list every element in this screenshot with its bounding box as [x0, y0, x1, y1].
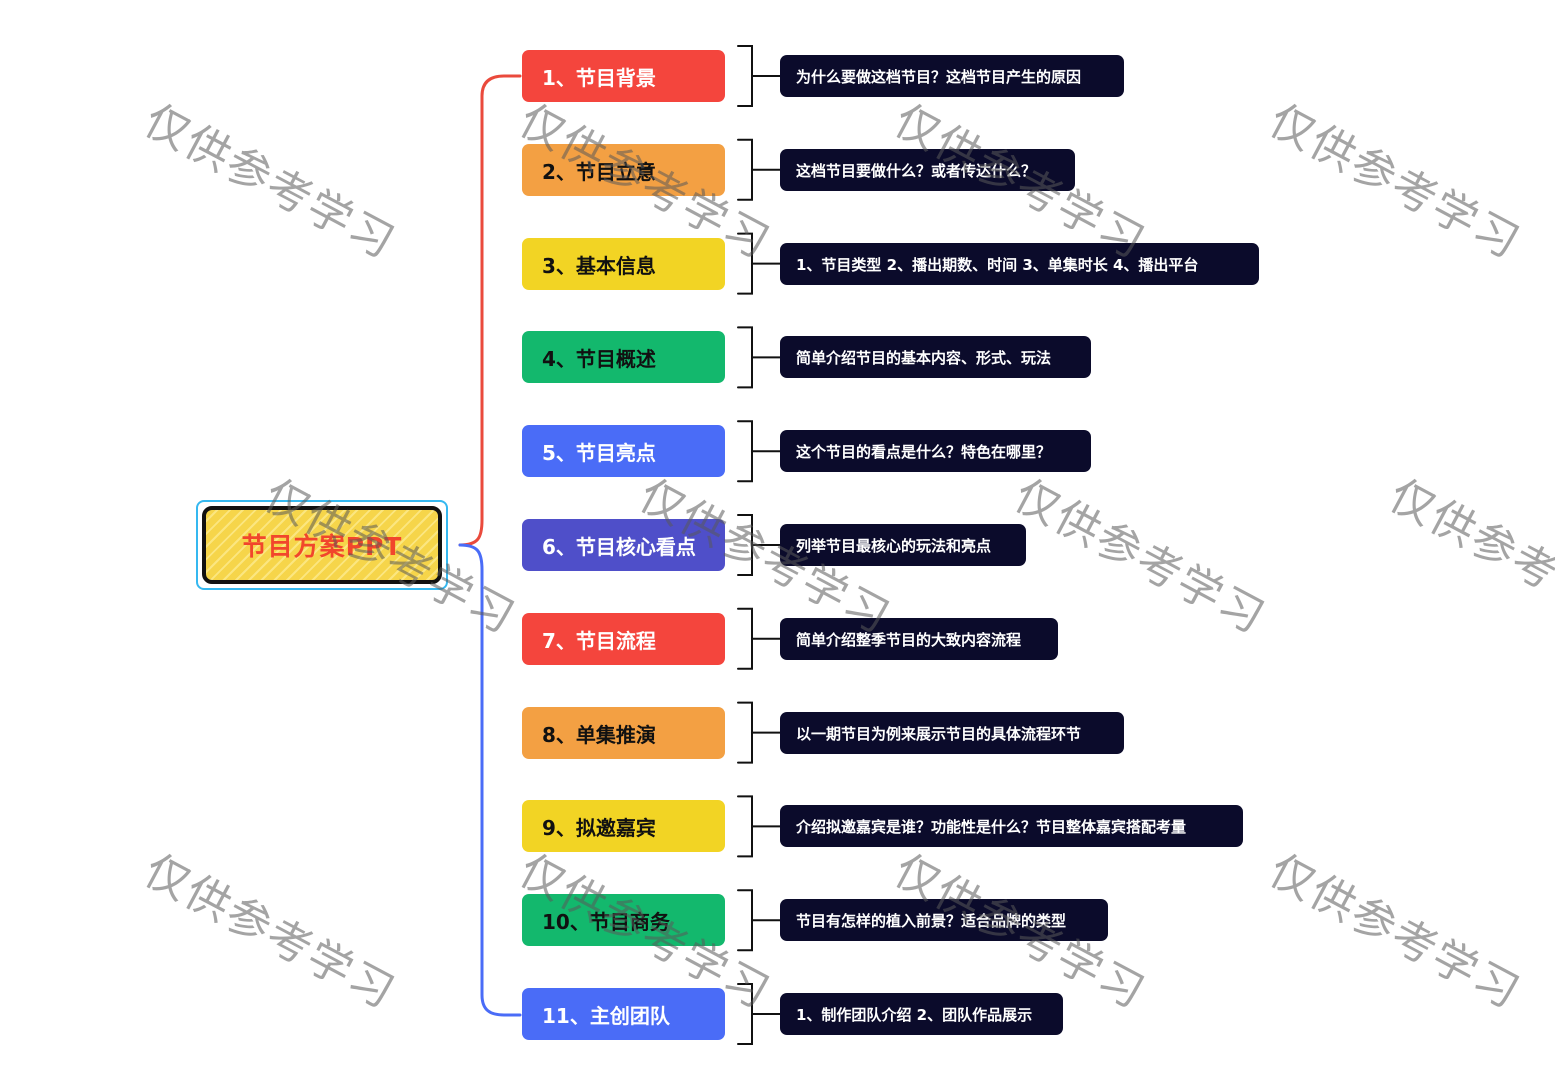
topic-node-6[interactable]: 6、节目核心看点	[522, 519, 725, 571]
topic-label: 2、节目立意	[542, 159, 656, 184]
topic-node-10[interactable]: 10、节目商务	[522, 894, 725, 946]
topic-description-9[interactable]: 介绍拟邀嘉宾是谁？功能性是什么？节目整体嘉宾搭配考量	[780, 805, 1243, 847]
topic-node-5[interactable]: 5、节目亮点	[522, 425, 725, 477]
bracket-9	[737, 795, 753, 858]
bracket-1	[737, 45, 753, 107]
topic-description-3[interactable]: 1、节目类型 2、播出期数、时间 3、单集时长 4、播出平台	[780, 243, 1259, 285]
topic-node-2[interactable]: 2、节目立意	[522, 144, 725, 196]
description-text: 介绍拟邀嘉宾是谁？功能性是什么？节目整体嘉宾搭配考量	[796, 817, 1187, 836]
bracket-10	[737, 889, 753, 952]
topic-node-4[interactable]: 4、节目概述	[522, 331, 725, 383]
topic-description-11[interactable]: 1、制作团队介绍 2、团队作品展示	[780, 993, 1063, 1035]
description-text: 为什么要做这档节目？这档节目产生的原因	[796, 67, 1082, 86]
bracket-11	[737, 983, 753, 1045]
topic-label: 9、拟邀嘉宾	[542, 815, 656, 840]
bracket-5	[737, 420, 753, 483]
description-text: 简单介绍整季节目的大致内容流程	[796, 630, 1022, 649]
topic-description-6[interactable]: 列举节目最核心的玩法和亮点	[780, 524, 1026, 566]
topic-node-9[interactable]: 9、拟邀嘉宾	[522, 800, 725, 852]
root-node-label: 节目方案PPT	[241, 532, 403, 561]
topic-node-11[interactable]: 11、主创团队	[522, 988, 725, 1040]
topic-description-10[interactable]: 节目有怎样的植入前景？适合品牌的类型	[780, 899, 1108, 941]
description-text: 1、节目类型 2、播出期数、时间 3、单集时长 4、播出平台	[796, 255, 1199, 274]
description-text: 1、制作团队介绍 2、团队作品展示	[796, 1005, 1033, 1024]
bracket-4	[737, 326, 753, 389]
topic-label: 7、节目流程	[542, 628, 656, 653]
topic-description-8[interactable]: 以一期节目为例来展示节目的具体流程环节	[780, 712, 1124, 754]
topic-node-1[interactable]: 1、节目背景	[522, 50, 725, 102]
topic-node-3[interactable]: 3、基本信息	[522, 238, 725, 290]
description-text: 以一期节目为例来展示节目的具体流程环节	[796, 724, 1082, 743]
root-node-box: 节目方案PPT	[202, 506, 442, 584]
upper-branch-line	[458, 74, 522, 547]
bracket-2	[737, 138, 753, 201]
topic-description-7[interactable]: 简单介绍整季节目的大致内容流程	[780, 618, 1058, 660]
topic-description-1[interactable]: 为什么要做这档节目？这档节目产生的原因	[780, 55, 1124, 97]
topic-label: 6、节目核心看点	[542, 534, 696, 559]
bracket-8	[737, 701, 753, 764]
bracket-7	[737, 607, 753, 670]
root-node[interactable]: 节目方案PPT	[196, 500, 448, 590]
topic-label: 10、节目商务	[542, 909, 670, 934]
description-text: 这个节目的看点是什么？特色在哪里？	[796, 442, 1052, 461]
description-text: 列举节目最核心的玩法和亮点	[796, 536, 992, 555]
topic-description-5[interactable]: 这个节目的看点是什么？特色在哪里？	[780, 430, 1091, 472]
description-text: 节目有怎样的植入前景？适合品牌的类型	[796, 911, 1067, 930]
topic-label: 3、基本信息	[542, 253, 656, 278]
topic-label: 4、节目概述	[542, 346, 656, 371]
bracket-3	[737, 232, 753, 295]
topic-label: 8、单集推演	[542, 722, 656, 747]
topic-label: 1、节目背景	[542, 65, 656, 90]
lower-branch-line	[458, 543, 522, 1017]
topic-node-7[interactable]: 7、节目流程	[522, 613, 725, 665]
topic-description-4[interactable]: 简单介绍节目的基本内容、形式、玩法	[780, 336, 1091, 378]
description-text: 这档节目要做什么？或者传达什么？	[796, 161, 1037, 180]
topic-label: 11、主创团队	[542, 1003, 670, 1028]
bracket-6	[737, 514, 753, 576]
topic-label: 5、节目亮点	[542, 440, 656, 465]
topic-description-2[interactable]: 这档节目要做什么？或者传达什么？	[780, 149, 1075, 191]
topic-node-8[interactable]: 8、单集推演	[522, 707, 725, 759]
description-text: 简单介绍节目的基本内容、形式、玩法	[796, 348, 1052, 367]
